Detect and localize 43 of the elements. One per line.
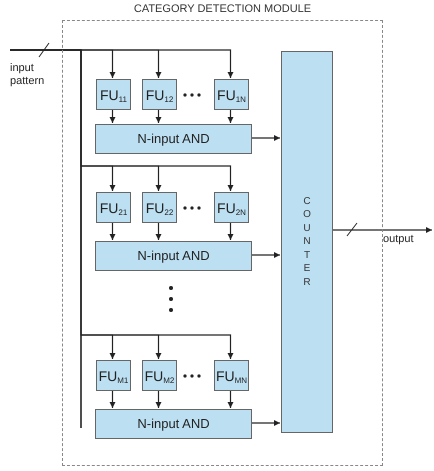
unit-label: FU$_{M2}$ (144, 368, 174, 382)
connector-arrow (228, 109, 234, 123)
function-unit-box (214, 79, 249, 110)
output-label: output (383, 233, 415, 246)
unit-label: FU$_{M1}$ (98, 368, 128, 382)
function-unit-box (214, 360, 249, 391)
gate-label: N-input AND (137, 415, 210, 434)
connector-arrow (110, 390, 116, 408)
unit-label: FU$_{21}$ (100, 200, 128, 214)
connector-arrow (156, 222, 162, 240)
connector-arrow (228, 222, 234, 240)
function-unit-box (96, 79, 131, 110)
connector-arrow (228, 390, 234, 408)
unit-label: FU$_{MN}$ (216, 368, 248, 382)
counter-box (281, 51, 333, 433)
connector-arrow (332, 227, 432, 233)
unit-label: FU$_{11}$ (100, 88, 127, 102)
unit-label: FU$_{12}$ (146, 88, 174, 102)
function-unit-box (214, 192, 249, 223)
function-unit-box (142, 360, 177, 391)
unit-label: FU$_{22}$ (146, 200, 174, 214)
function-unit-box (96, 360, 131, 391)
input-label: input pattern (10, 62, 46, 88)
function-unit-box (142, 79, 177, 110)
connector-arrow (251, 420, 280, 426)
unit-label: FU$_{2N}$ (217, 200, 246, 214)
connector-arrow (156, 390, 162, 408)
connector-arrow (110, 109, 116, 123)
connector-arrow (110, 222, 116, 240)
and-gate-box (95, 409, 252, 439)
counter-label: COUNTER (302, 194, 312, 290)
unit-label: FU$_{1N}$ (217, 88, 246, 102)
function-unit-box (142, 192, 177, 223)
and-gate-box (95, 241, 252, 271)
gate-label: N-input AND (137, 130, 210, 148)
connector-arrow (156, 109, 162, 123)
function-unit-box (96, 192, 131, 223)
and-gate-box (95, 124, 252, 154)
connector-arrow (251, 252, 280, 258)
module-title: CATEGORY DETECTION MODULE (134, 2, 312, 17)
connector-arrow (251, 135, 280, 141)
gate-label: N-input AND (137, 247, 210, 266)
connector-arrow (10, 49, 234, 359)
